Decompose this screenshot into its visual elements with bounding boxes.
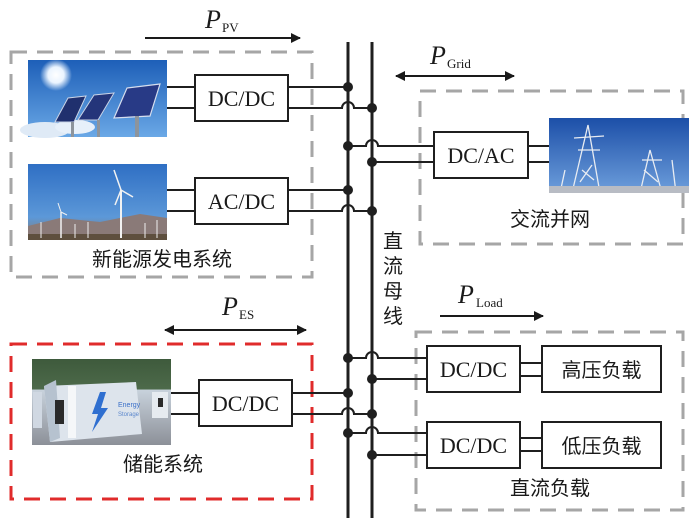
hv-load-dcdc-converter [426,345,521,393]
junction-dot [367,450,377,460]
pv-converter-label: DC/DC [208,86,275,111]
storage-photo-text-1: Energy [118,402,141,409]
wind-turbines-photo [28,164,167,240]
lv-load-label: 低压负载 [562,434,642,458]
junction-dot [343,353,353,363]
dc-load-group-label: 直流负载 [510,476,590,500]
junction-dot [343,388,353,398]
dc-load-group-border [414,330,685,512]
storage-group-border [9,342,314,501]
grid-dcac-converter [433,131,529,179]
dc-bus-label-char-1: 直 [383,229,403,253]
hv-converter-label: DC/DC [440,357,507,382]
pv-dcdc-converter [194,74,289,122]
transmission-towers-photo [549,118,689,194]
p-grid-subscript: Grid [447,56,471,71]
renewable-group-border [9,50,314,279]
storage-photo-text-2: Storage [118,412,140,418]
hv-load-box [541,345,662,393]
p-es-symbol: P [221,292,238,321]
storage-converter-label: DC/DC [212,391,279,416]
storage-group-label: 储能系统 [123,452,203,476]
junction-dot [343,141,353,151]
grid-group-label: 交流并网 [510,207,590,231]
junction-dot [367,206,377,216]
junction-dot [367,157,377,167]
hv-load-label: 高压负载 [562,358,642,382]
grid-converter-label: DC/AC [447,143,514,168]
dc-bus-label-char-4: 线 [383,304,403,328]
storage-dcdc-converter [198,379,293,427]
junction-dot [343,428,353,438]
solar-panels-photo [20,59,167,138]
bus-junctions [343,82,377,460]
wind-converter-label: AC/DC [208,189,275,214]
wind-acdc-converter [194,177,289,225]
p-pv-symbol: P [204,5,221,34]
junction-dot [367,103,377,113]
junction-dot [343,82,353,92]
dc-bus-label-char-2: 流 [383,254,403,278]
dc-bus-label-char-3: 母 [383,279,403,303]
p-load-symbol: P [457,280,474,309]
lv-converter-label: DC/DC [440,433,507,458]
renewable-group-label: 新能源发电系统 [92,247,232,271]
p-pv-subscript: PV [222,20,239,35]
junction-dot [367,409,377,419]
p-grid-symbol: P [429,41,446,70]
junction-dot [343,185,353,195]
lv-load-box [541,421,662,469]
p-load-subscript: Load [476,295,503,310]
energy-storage-container-photo: Energy Storage [32,359,171,445]
junction-dot [367,374,377,384]
lv-load-dcdc-converter [426,421,521,469]
p-es-subscript: ES [239,307,254,322]
